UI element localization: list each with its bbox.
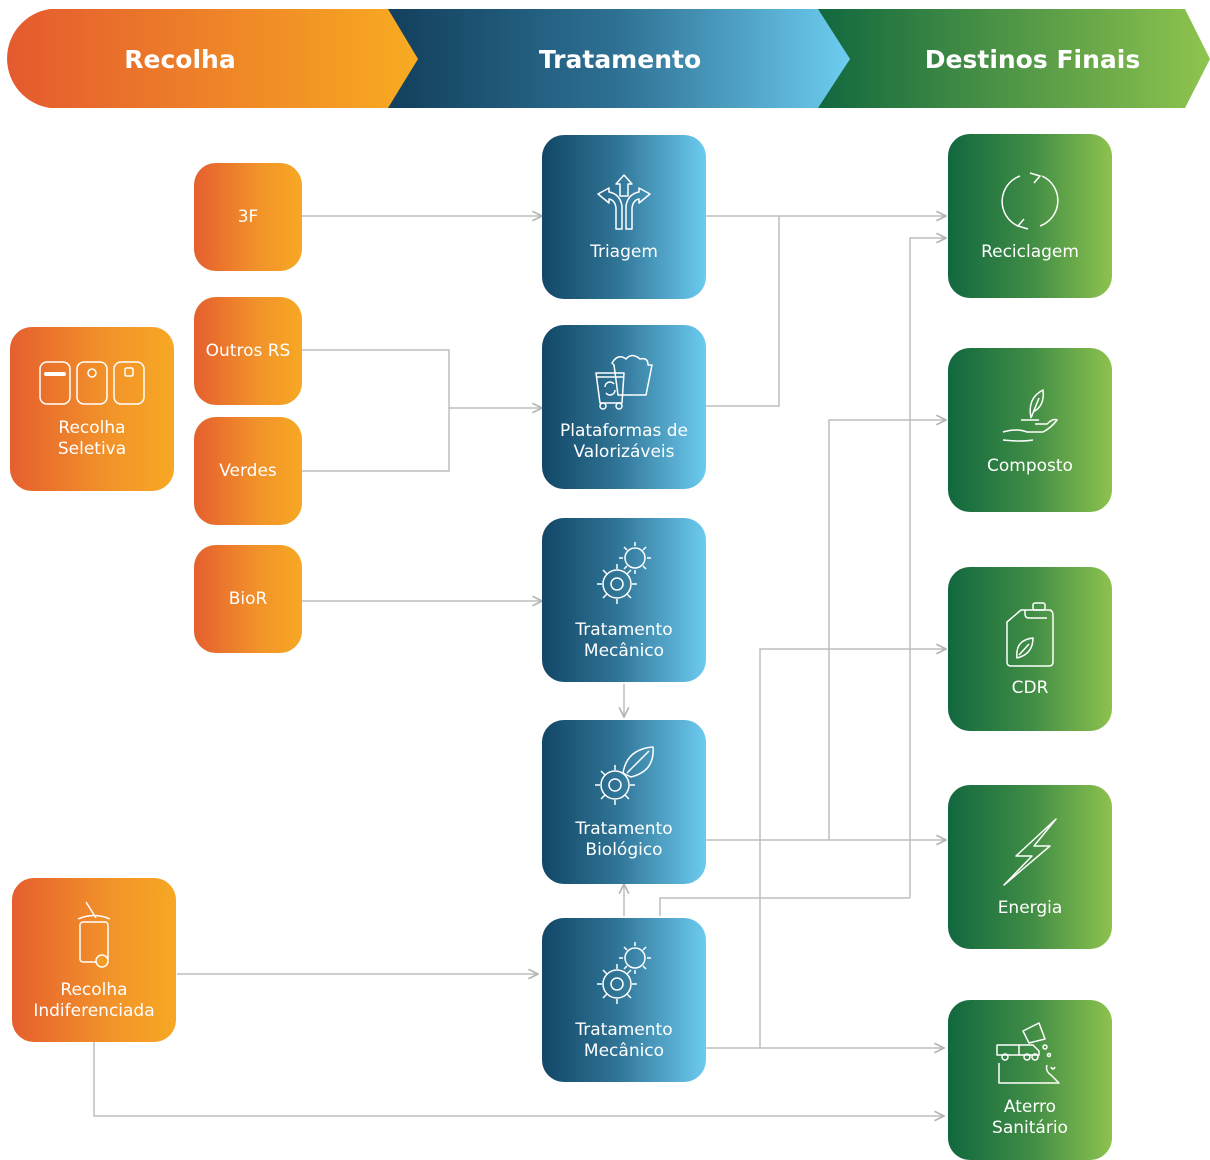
treatment-biologico[interactable]: Tratamento Biológico	[542, 720, 706, 884]
recolha-seletiva-box[interactable]: Recolha Seletiva	[10, 327, 174, 491]
destination-reciclagem[interactable]: Reciclagem	[948, 134, 1112, 298]
line-plataformas-to-reciclagem	[706, 216, 780, 407]
line-outros-rs	[302, 349, 450, 408]
destination-composto[interactable]: Composto	[948, 348, 1112, 512]
recycle-icon	[1001, 171, 1059, 230]
container-icon	[595, 354, 653, 410]
destination-energia-label: Energia	[997, 897, 1063, 918]
treatment-triagem-label: Triagem	[590, 241, 658, 262]
banner-segment-destinos	[818, 9, 1210, 108]
gears-icon	[597, 942, 651, 1004]
arrow-to-reciclagem-2	[909, 238, 946, 898]
line-verdes	[302, 408, 450, 472]
treatment-triagem[interactable]: Triagem	[542, 135, 706, 299]
gears-icon	[597, 542, 651, 604]
treatment-mecanico-2-label: Tratamento Mecânico	[575, 1020, 673, 1061]
treatment-plataformas-label: Plataformas de Valorizáveis	[559, 421, 689, 462]
stream-bior[interactable]: BioR	[194, 545, 302, 653]
destination-aterro[interactable]: Aterro Sanitário	[948, 1000, 1112, 1160]
stream-verdes[interactable]: Verdes	[194, 417, 302, 525]
recolha-indiferenciada-label: Recolha Indiferenciada	[33, 980, 155, 1021]
treatment-mecanico-2[interactable]: Tratamento Mecânico	[542, 918, 706, 1082]
sorting-arrows-icon	[597, 173, 651, 230]
stage-title-tratamento: Tratamento	[538, 45, 702, 74]
stage-title-destinos: Destinos Finais	[924, 45, 1141, 74]
recolha-seletiva-label: Recolha Seletiva	[57, 418, 127, 459]
stream-outros-rs[interactable]: Outros RS	[194, 297, 302, 405]
stream-bior-label: BioR	[228, 589, 268, 609]
destination-energia[interactable]: Energia	[948, 785, 1112, 949]
fuel-canister-icon	[1006, 601, 1054, 667]
seedling-hand-icon	[1002, 388, 1058, 442]
recycling-bins-icon	[39, 361, 145, 405]
trash-bin-icon	[77, 901, 111, 968]
destination-composto-label: Composto	[987, 455, 1073, 476]
treatment-mecanico-1-label: Tratamento Mecânico	[575, 620, 673, 661]
destination-reciclagem-label: Reciclagem	[981, 241, 1079, 262]
banner-segment-tratamento	[388, 9, 850, 108]
lightning-bolt-icon	[1003, 817, 1057, 886]
destination-cdr-label: CDR	[1011, 677, 1049, 698]
gear-leaf-icon	[595, 746, 654, 805]
arrow-to-cdr	[759, 649, 946, 1048]
treatment-biologico-label: Tratamento Biológico	[575, 819, 673, 860]
destination-aterro-label: Aterro Sanitário	[992, 1097, 1068, 1138]
stage-banner	[7, 9, 1210, 108]
stream-outros-rs-label: Outros RS	[205, 341, 291, 361]
arrow-to-composto	[828, 420, 946, 840]
arrow-indiferenciada-to-aterro	[93, 1042, 944, 1116]
line-mecanico2-up	[659, 897, 910, 916]
treatment-mecanico-1[interactable]: Tratamento Mecânico	[542, 518, 706, 682]
landfill-truck-icon	[996, 1022, 1060, 1084]
treatment-plataformas[interactable]: Plataformas de Valorizáveis	[542, 325, 706, 489]
banner-segment-recolha	[7, 9, 418, 108]
stream-verdes-label: Verdes	[219, 461, 277, 481]
stream-3f[interactable]: 3F	[194, 163, 302, 271]
stream-3f-label: 3F	[237, 207, 259, 227]
recolha-indiferenciada-box[interactable]: Recolha Indiferenciada	[12, 878, 176, 1042]
destination-cdr[interactable]: CDR	[948, 567, 1112, 731]
stage-title-recolha: Recolha	[124, 45, 236, 74]
